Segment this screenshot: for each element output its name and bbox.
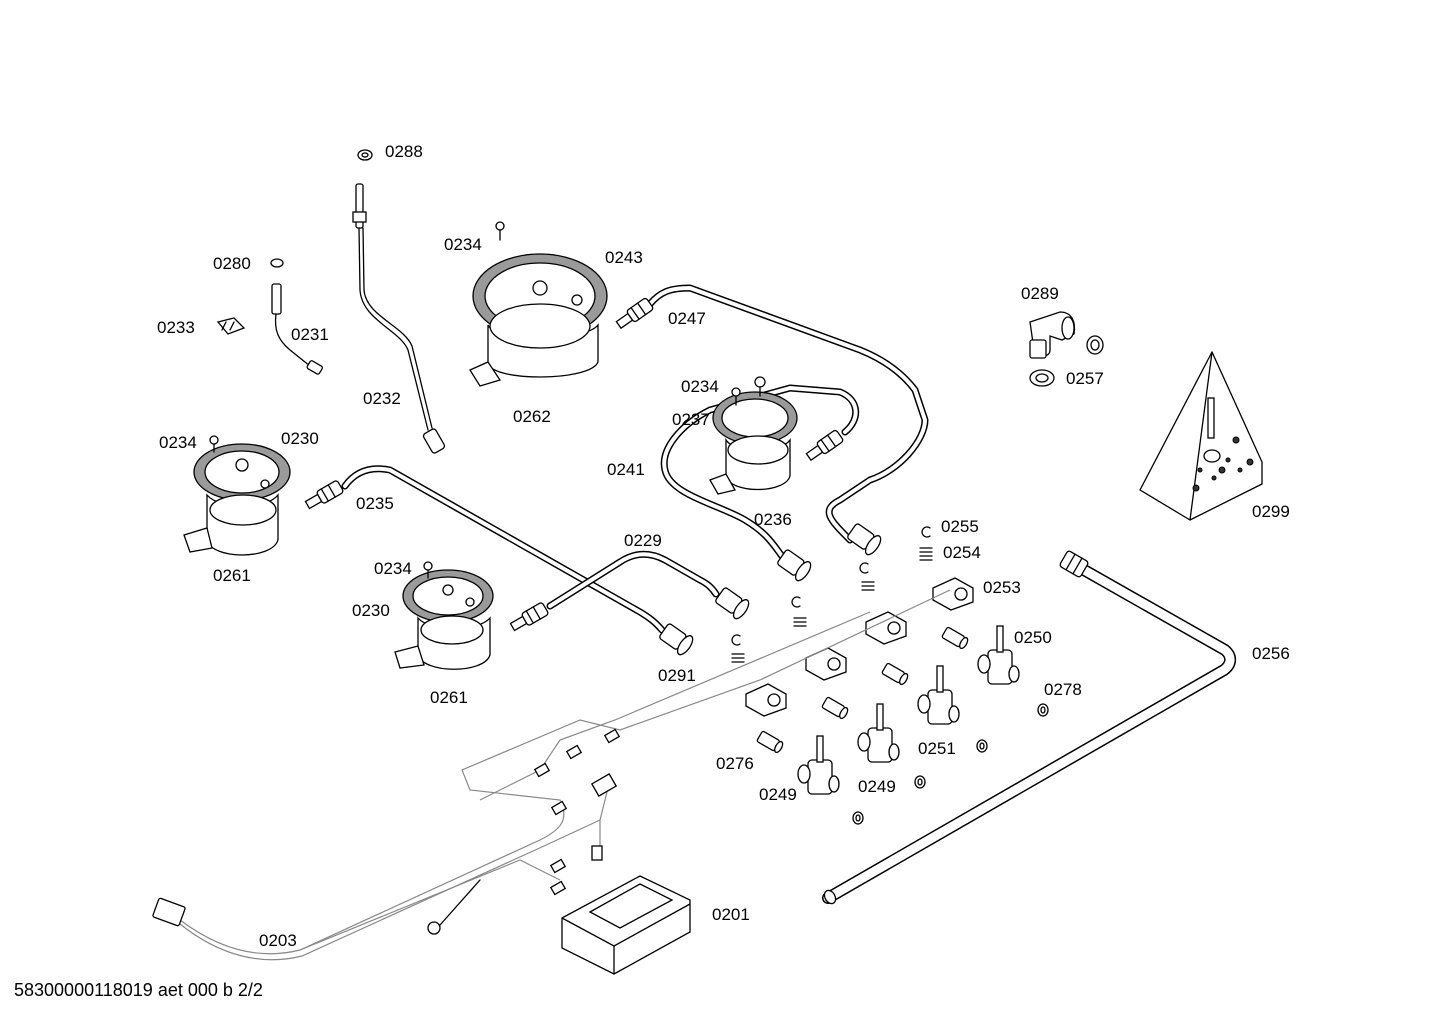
part-label-0234: 0234 bbox=[681, 377, 719, 396]
ignition-electrode-0231 bbox=[270, 258, 323, 375]
part-label-0234: 0234 bbox=[444, 235, 482, 254]
part-label-0203: 0203 bbox=[259, 931, 297, 950]
part-label-0261: 0261 bbox=[213, 566, 251, 585]
part-label-0201: 0201 bbox=[712, 905, 750, 924]
part-label-0291: 0291 bbox=[658, 666, 696, 685]
parts-bag-0299 bbox=[1139, 351, 1263, 521]
part-label-0243: 0243 bbox=[605, 248, 643, 267]
part-label-0234: 0234 bbox=[374, 559, 412, 578]
part-label-0230: 0230 bbox=[281, 429, 319, 448]
part-label-0241: 0241 bbox=[607, 460, 645, 479]
part-label-0288: 0288 bbox=[385, 142, 423, 161]
gas-pipes bbox=[341, 284, 1237, 904]
part-label-0247: 0247 bbox=[668, 309, 706, 328]
part-label-0255: 0255 bbox=[941, 517, 979, 536]
part-label-0262: 0262 bbox=[513, 407, 551, 426]
part-label-0289: 0289 bbox=[1021, 284, 1059, 303]
part-label-0235: 0235 bbox=[356, 494, 394, 513]
clip-0233 bbox=[216, 317, 246, 335]
wiring-harness-0203 bbox=[179, 589, 951, 961]
gas-valves bbox=[756, 625, 1049, 825]
part-label-0278: 0278 bbox=[1044, 680, 1082, 699]
part-label-0231: 0231 bbox=[291, 325, 329, 344]
part-label-0233: 0233 bbox=[157, 318, 195, 337]
burner-cup-0261-center bbox=[394, 561, 494, 670]
burner-cup-0262 bbox=[469, 221, 608, 387]
burner-cup-0236 bbox=[709, 376, 798, 495]
elbow-connector-0289 bbox=[1029, 311, 1104, 387]
part-label-0261: 0261 bbox=[430, 688, 468, 707]
part-label-0251: 0251 bbox=[918, 739, 956, 758]
document-footer-id: 58300000118019 aet 000 b 2/2 bbox=[14, 980, 263, 1000]
part-label-0299: 0299 bbox=[1252, 502, 1290, 521]
part-label-0234: 0234 bbox=[159, 433, 197, 452]
springs-and-clips bbox=[731, 526, 933, 663]
part-label-0256: 0256 bbox=[1252, 644, 1290, 663]
part-label-0229: 0229 bbox=[624, 531, 662, 550]
pipe-connectors bbox=[304, 297, 1089, 905]
spark-module-0201 bbox=[561, 875, 691, 975]
thermocouple-0232 bbox=[352, 149, 446, 454]
part-label-0230: 0230 bbox=[352, 601, 390, 620]
part-label-0249: 0249 bbox=[858, 777, 896, 796]
part-label-0280: 0280 bbox=[213, 254, 251, 273]
part-label-0250: 0250 bbox=[1014, 628, 1052, 647]
part-label-0257: 0257 bbox=[1066, 369, 1104, 388]
part-label-0276: 0276 bbox=[716, 754, 754, 773]
part-label-0237: 0237 bbox=[672, 410, 710, 429]
part-label-0254: 0254 bbox=[943, 543, 981, 562]
part-label-0249: 0249 bbox=[759, 785, 797, 804]
connector-plugs bbox=[152, 728, 621, 927]
thermocouple-brackets bbox=[745, 577, 974, 717]
part-label-0236: 0236 bbox=[754, 510, 792, 529]
part-label-0232: 0232 bbox=[363, 389, 401, 408]
burner-cup-0261-left bbox=[183, 435, 291, 556]
callout-labels: 0288 0234 0243 0280 0289 0233 0231 0247 … bbox=[157, 142, 1290, 950]
part-label-0253: 0253 bbox=[983, 578, 1021, 597]
